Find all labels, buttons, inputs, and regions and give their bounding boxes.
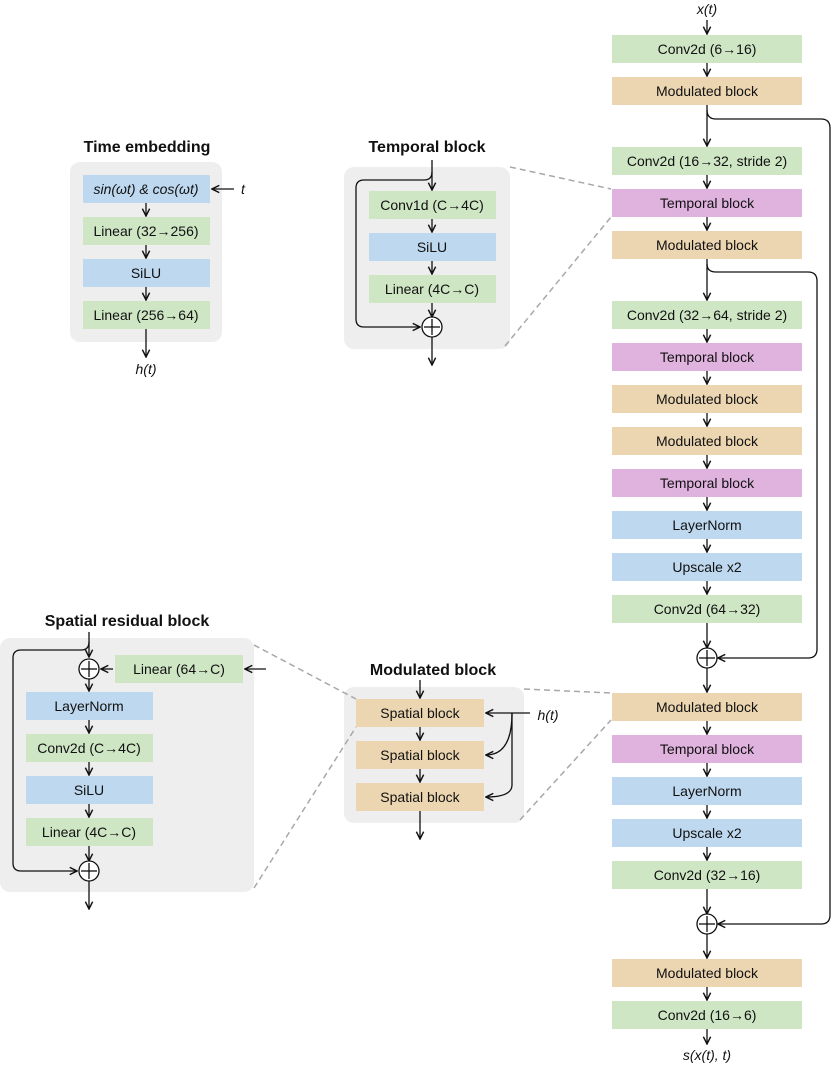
main-block-3: Conv2d (16→32, stride 2) [612, 147, 802, 175]
time-embedding-block-4: Linear (256→64) [83, 301, 210, 329]
svg-text:Modulated block: Modulated block [656, 83, 759, 99]
modulated-zoom-connector-top [523, 688, 612, 694]
svg-text:Conv1d (C→4C): Conv1d (C→4C) [380, 197, 483, 213]
svg-text:Modulated block: Modulated block [656, 433, 759, 449]
main-block-19: Modulated block [612, 959, 802, 987]
modulated-detail-block-1: Spatial block [356, 699, 484, 727]
svg-text:Linear (32→256): Linear (32→256) [93, 223, 198, 239]
svg-text:Conv2d (16→32, stride 2): Conv2d (16→32, stride 2) [627, 153, 787, 169]
spatial-zoom-connector-top [253, 644, 357, 700]
spatial-detail-linear-block: Linear (64→C) [115, 655, 243, 683]
spatial-detail-block-3: Conv2d (C→4C) [26, 734, 153, 762]
time-embedding-input-label: t [241, 181, 246, 197]
temporal-zoom-connector-top [509, 166, 612, 190]
svg-text:Spatial block: Spatial block [380, 705, 460, 721]
spatial-detail-block-4: SiLU [26, 776, 153, 804]
svg-text:Linear (256→64): Linear (256→64) [93, 307, 198, 323]
svg-text:Conv2d (C→4C): Conv2d (C→4C) [37, 740, 140, 756]
main-sum-node-2 [696, 913, 718, 935]
svg-text:Spatial block: Spatial block [380, 747, 460, 763]
svg-text:Linear (4C→C): Linear (4C→C) [385, 281, 479, 297]
main-block-18: Conv2d (32→16) [612, 861, 802, 889]
temporal-detail-block-3: Linear (4C→C) [369, 275, 496, 303]
temporal-detail-skip [355, 171, 433, 327]
spatial-detail-skip [12, 641, 90, 871]
main-block-8: Modulated block [612, 385, 802, 413]
svg-text:Linear (64→C): Linear (64→C) [133, 661, 225, 677]
modulated-detail-block-3: Spatial block [356, 783, 484, 811]
modulated-detail-arrows [420, 680, 530, 839]
spatial-zoom-connector-bottom [253, 726, 357, 889]
svg-text:Conv2d (32→64, stride 2): Conv2d (32→64, stride 2) [627, 307, 787, 323]
skip-connection-inner [706, 263, 818, 658]
modulated-block-title: Modulated block [370, 662, 496, 679]
temporal-zoom-connector-bottom [504, 216, 612, 347]
svg-text:Conv2d (16→6): Conv2d (16→6) [658, 1007, 757, 1023]
svg-text:SiLU: SiLU [417, 239, 447, 255]
main-block-10: Temporal block [612, 469, 802, 497]
spatial-detail-block-5: Linear (4C→C) [26, 818, 153, 846]
svg-text:Conv2d (6→16): Conv2d (6→16) [658, 41, 757, 57]
time-embedding-title: Time embedding [84, 139, 211, 156]
main-block-13: Conv2d (64→32) [612, 595, 802, 623]
svg-text:Temporal block: Temporal block [660, 741, 755, 757]
spatial-residual-block-title: Spatial residual block [45, 613, 210, 630]
svg-text:Spatial block: Spatial block [380, 789, 460, 805]
svg-text:Temporal block: Temporal block [660, 195, 755, 211]
spatial-detail-sum-node-1 [78, 658, 100, 680]
main-block-2: Modulated block [612, 77, 802, 105]
main-block-17: Upscale x2 [612, 819, 802, 847]
svg-text:LayerNorm: LayerNorm [672, 783, 741, 799]
main-block-7: Temporal block [612, 343, 802, 371]
main-block-1: Conv2d (6→16) [612, 35, 802, 63]
time-embedding-block-2: Linear (32→256) [83, 217, 210, 245]
time-embedding-output-label: h(t) [136, 361, 157, 377]
skip-connection-outer [706, 109, 831, 924]
main-block-12: Upscale x2 [612, 553, 802, 581]
time-embedding-block-1: sin(ωt) & cos(ωt) [83, 175, 210, 203]
temporal-detail-sum-node [421, 316, 443, 338]
spatial-detail-sum-node-2 [78, 860, 100, 882]
time-embedding-arrows [146, 189, 234, 357]
main-sum-node-1 [696, 647, 718, 669]
svg-text:SiLU: SiLU [131, 265, 161, 281]
svg-text:Temporal block: Temporal block [660, 475, 755, 491]
modulated-detail-input-label: h(t) [538, 707, 559, 723]
spatial-detail-block-2: LayerNorm [26, 692, 153, 720]
main-block-9: Modulated block [612, 427, 802, 455]
svg-text:Modulated block: Modulated block [656, 699, 759, 715]
svg-text:Modulated block: Modulated block [656, 237, 759, 253]
main-input-label: x(t) [696, 1, 717, 17]
svg-text:SiLU: SiLU [74, 782, 104, 798]
time-embedding-block-3: SiLU [83, 259, 210, 287]
main-block-6: Conv2d (32→64, stride 2) [612, 301, 802, 329]
svg-text:Linear (4C→C): Linear (4C→C) [42, 824, 136, 840]
svg-text:LayerNorm: LayerNorm [672, 517, 741, 533]
temporal-detail-block-2: SiLU [369, 233, 496, 261]
temporal-block-title: Temporal block [368, 139, 485, 156]
modulated-zoom-connector-bottom [519, 719, 612, 821]
temporal-detail-block-1: Conv1d (C→4C) [369, 191, 496, 219]
main-block-15: Temporal block [612, 735, 802, 763]
svg-text:LayerNorm: LayerNorm [54, 698, 123, 714]
svg-text:Upscale x2: Upscale x2 [672, 559, 741, 575]
svg-text:Modulated block: Modulated block [656, 391, 759, 407]
modulated-detail-block-2: Spatial block [356, 741, 484, 769]
svg-text:Modulated block: Modulated block [656, 965, 759, 981]
main-block-14: Modulated block [612, 693, 802, 721]
main-block-4: Temporal block [612, 189, 802, 217]
main-block-20: Conv2d (16→6) [612, 1001, 802, 1029]
svg-text:Upscale x2: Upscale x2 [672, 825, 741, 841]
main-block-5: Modulated block [612, 231, 802, 259]
main-block-11: LayerNorm [612, 511, 802, 539]
main-output-label: s(x(t), t) [683, 1047, 731, 1063]
svg-text:Conv2d (64→32): Conv2d (64→32) [654, 601, 761, 617]
main-block-16: LayerNorm [612, 777, 802, 805]
svg-text:Conv2d (32→16): Conv2d (32→16) [654, 867, 761, 883]
svg-text:Temporal block: Temporal block [660, 349, 755, 365]
svg-text:sin(ωt) & cos(ωt): sin(ωt) & cos(ωt) [93, 181, 198, 197]
